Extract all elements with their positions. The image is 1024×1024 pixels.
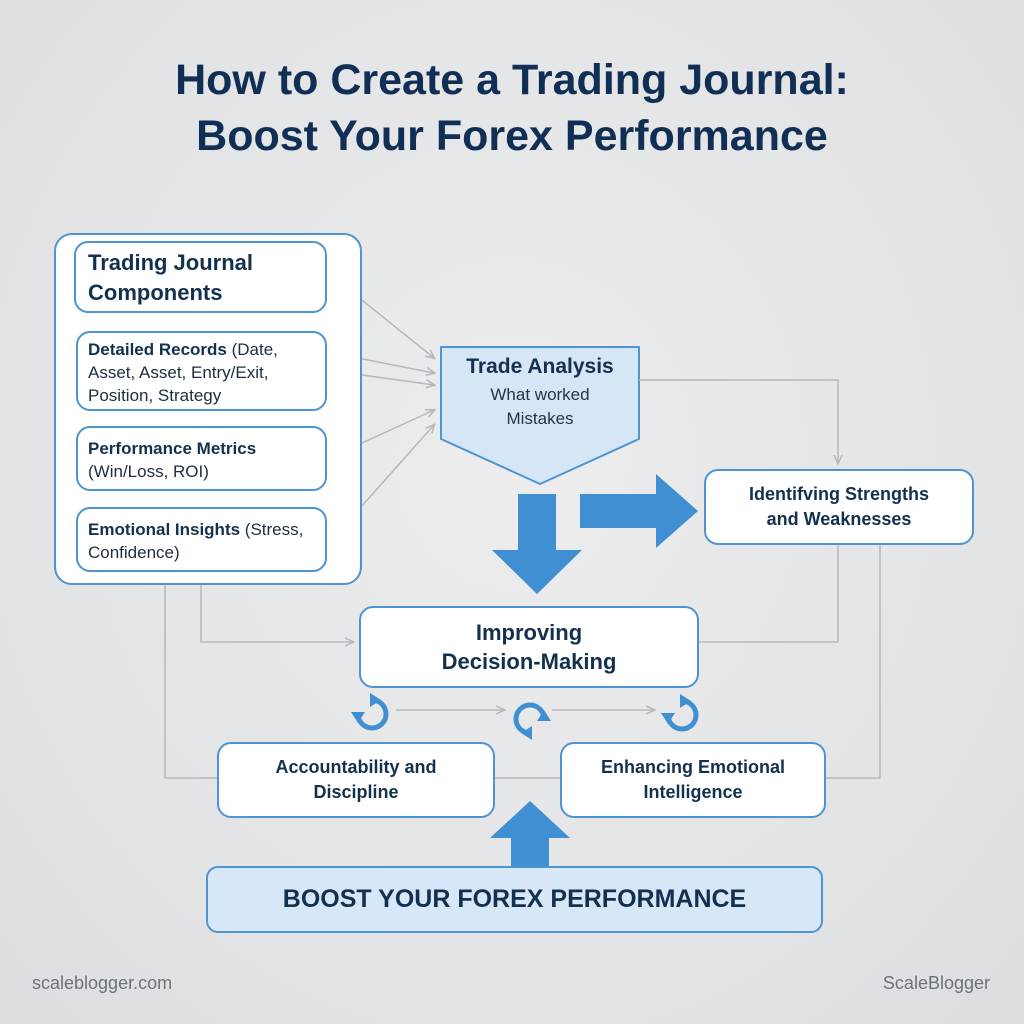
accountability-line-2: Discipline	[313, 782, 399, 802]
emotional-intelligence-box: Enhancing Emotional Intelligence	[560, 742, 826, 818]
boost-label: BOOST YOUR FOREX PERFORMANCE	[282, 885, 747, 913]
connector-strengths-improving	[699, 545, 839, 643]
components-title-line-1: Trading Journal	[88, 250, 254, 275]
connector-outer-improving	[200, 585, 353, 642]
title-line-2: Boost Your Forex Performance	[196, 112, 828, 160]
boost-performance-box: BOOST YOUR FOREX PERFORMANCE	[206, 866, 823, 933]
right-arrow-icon	[580, 474, 698, 548]
up-arrow-icon	[490, 801, 570, 866]
page-title: How to Create a Trading Journal: Boost Y…	[0, 52, 1024, 164]
cycle-arrows-icon	[351, 693, 389, 731]
detailed-records-box: Detailed Records (Date, Asset, Asset, En…	[76, 331, 327, 411]
performance-metrics-label: Performance Metrics	[88, 439, 257, 458]
components-title-box: Trading Journal Components	[74, 241, 327, 313]
performance-metrics-detail: (Win/Loss, ROI)	[88, 462, 209, 481]
down-arrow-icon	[492, 494, 582, 594]
strengths-line-1: Identifving Strengths	[749, 484, 929, 504]
title-line-1: How to Create a Trading Journal:	[175, 56, 849, 104]
connector-analysis-strengths	[639, 379, 838, 463]
trade-analysis-line-2: Mistakes	[506, 409, 574, 428]
cycle-arrows-icon	[513, 702, 551, 740]
trade-analysis-line-1: What worked	[490, 385, 590, 404]
accountability-line-1: Accountability and	[275, 757, 437, 777]
footer-site-url: scaleblogger.com	[32, 973, 173, 993]
emotional-insights-detail: (Stress, Confidence)	[88, 520, 304, 562]
connector-outer-accountability	[164, 585, 217, 779]
improving-decision-box: Improving Decision-Making	[359, 606, 699, 688]
strengths-weaknesses-box: Identifving Strengths and Weaknesses	[704, 469, 974, 545]
footer-brand: ScaleBlogger	[882, 973, 990, 993]
improving-line-2: Decision-Making	[441, 649, 617, 674]
strengths-line-2: and Weaknesses	[766, 509, 912, 529]
detailed-records-detail: (Date, Asset, Asset, Entry/Exit, Positio…	[88, 340, 278, 405]
emotional-insights-box: Emotional Insights (Stress, Confidence)	[76, 507, 327, 572]
emotional-insights-label: Emotional Insights	[88, 520, 241, 539]
detailed-records-label: Detailed Records	[88, 340, 227, 359]
trade-analysis-title: Trade Analysis	[466, 355, 614, 378]
accountability-box: Accountability and Discipline	[217, 742, 495, 818]
improving-line-1: Improving	[475, 620, 583, 645]
enhancing-line-2: Intelligence	[643, 782, 743, 802]
trade-analysis-shape	[440, 346, 640, 485]
connector-strengths-enhancing	[826, 545, 881, 779]
components-title-line-2: Components	[88, 280, 223, 305]
enhancing-line-1: Enhancing Emotional	[600, 757, 785, 777]
cycle-arrows-icon	[661, 694, 699, 732]
performance-metrics-box: Performance Metrics (Win/Loss, ROI)	[76, 426, 327, 491]
